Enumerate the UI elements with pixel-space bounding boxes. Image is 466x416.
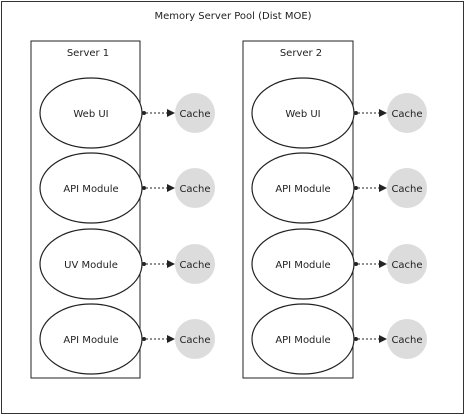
- server-2-cache-3: Cache: [387, 244, 427, 284]
- cache-node: [387, 168, 427, 208]
- server-1-cache-4: Cache: [175, 319, 215, 359]
- server-1-module-3: UV Module: [39, 228, 143, 300]
- module-label: UV Module: [64, 260, 118, 271]
- server-2-module-3: API Module: [251, 228, 355, 300]
- server-2-cache-1: Cache: [387, 93, 427, 133]
- server-2-cache-2: Cache: [387, 168, 427, 208]
- diagram-title: Memory Server Pool (Dist MOE): [154, 11, 311, 22]
- module-label: API Module: [63, 335, 118, 346]
- cache-node: [175, 319, 215, 359]
- server-1-connector-3: [142, 260, 175, 268]
- cache-node: [175, 244, 215, 284]
- server-1-container: [30, 40, 141, 379]
- server-1-module-4: API Module: [39, 303, 143, 375]
- server-1-module-2: API Module: [39, 152, 143, 224]
- module-label: Web UI: [73, 109, 108, 120]
- server-2-connector-3: [354, 260, 387, 268]
- server-2-label: Server 2: [280, 48, 322, 59]
- cache-node: [387, 319, 427, 359]
- server-2-connector-2: [354, 184, 387, 192]
- server-2-cache-4: Cache: [387, 319, 427, 359]
- server-2-module-4: API Module: [251, 303, 355, 375]
- server-1-cache-2: Cache: [175, 168, 215, 208]
- module-label: API Module: [63, 184, 118, 195]
- cache-label: Cache: [391, 184, 422, 195]
- server-1-module-1: Web UI: [39, 77, 143, 149]
- cache-node: [175, 168, 215, 208]
- server-1-connector-1: [142, 109, 175, 117]
- cache-label: Cache: [391, 109, 422, 120]
- cache-label: Cache: [179, 335, 210, 346]
- cache-node: [175, 93, 215, 133]
- cache-node: [387, 93, 427, 133]
- server-2-connector-4: [354, 335, 387, 343]
- module-label: Web UI: [285, 109, 320, 120]
- cache-label: Cache: [179, 260, 210, 271]
- server-2-module-2: API Module: [251, 152, 355, 224]
- cache-label: Cache: [179, 184, 210, 195]
- server-2-module-1: Web UI: [251, 77, 355, 149]
- server-2-connector-1: [354, 109, 387, 117]
- cache-label: Cache: [391, 335, 422, 346]
- server-1-label: Server 1: [67, 48, 109, 59]
- server-2-container: [242, 40, 354, 379]
- server-1-connector-4: [142, 335, 175, 343]
- module-label: API Module: [275, 184, 330, 195]
- cache-label: Cache: [391, 260, 422, 271]
- server-1-connector-2: [142, 184, 175, 192]
- module-label: API Module: [275, 260, 330, 271]
- server-1-cache-3: Cache: [175, 244, 215, 284]
- cache-node: [387, 244, 427, 284]
- cache-label: Cache: [179, 109, 210, 120]
- module-label: API Module: [275, 335, 330, 346]
- server-1-cache-1: Cache: [175, 93, 215, 133]
